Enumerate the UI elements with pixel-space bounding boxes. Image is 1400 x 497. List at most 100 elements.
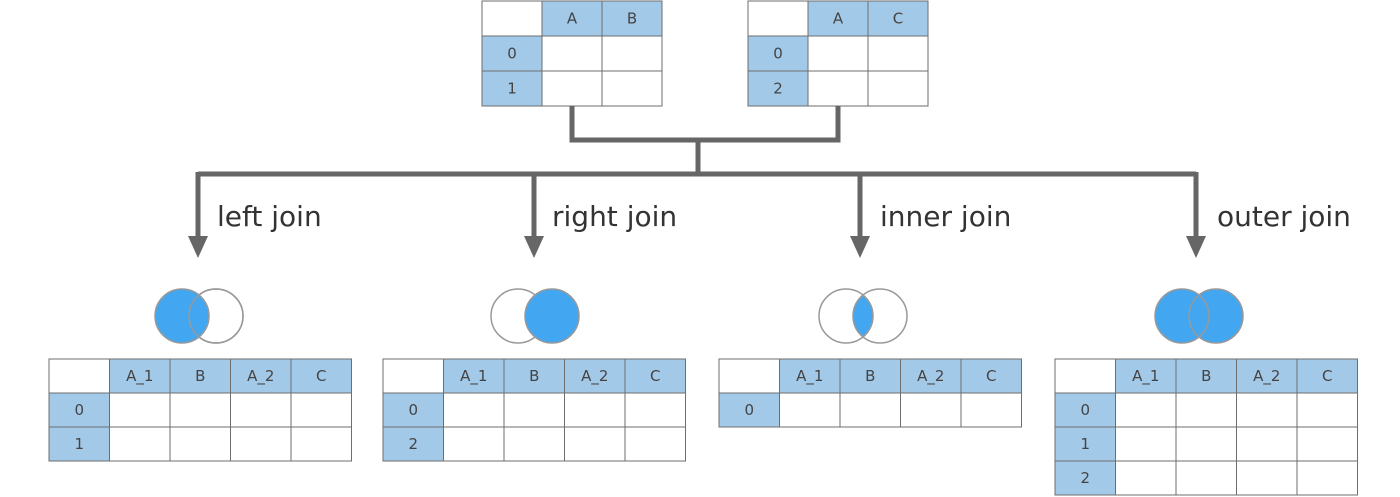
source-left-header-label: A bbox=[567, 10, 578, 28]
source-left-data-cell bbox=[601, 35, 663, 72]
result-2-data-cell bbox=[960, 392, 1022, 428]
venn-right-fill bbox=[1189, 289, 1243, 343]
source-left-header-cell bbox=[601, 0, 663, 37]
result-0-header-label: C bbox=[316, 367, 326, 385]
result-2-header-label: A_1 bbox=[796, 367, 823, 386]
left-join-venn-icon bbox=[154, 288, 244, 344]
result-3-data-cell bbox=[1296, 426, 1358, 462]
result-1-header-label: C bbox=[650, 367, 660, 385]
result-1-header-cell bbox=[564, 358, 626, 394]
result-0-header-cell bbox=[230, 358, 292, 394]
result-1-index-cell bbox=[382, 392, 444, 428]
result-2-header-cell bbox=[839, 358, 901, 394]
result-1-data-cell bbox=[564, 426, 626, 462]
result-3-data-cell bbox=[1236, 460, 1298, 496]
result-0-corner-cell bbox=[48, 358, 110, 394]
venn-intersection bbox=[853, 289, 873, 343]
result-0-index-label: 0 bbox=[74, 401, 84, 419]
result-1-header-cell bbox=[624, 358, 686, 394]
source-left-data-cell bbox=[601, 70, 663, 107]
result-3-header-cell bbox=[1175, 358, 1237, 394]
result-3-header-cell bbox=[1115, 358, 1177, 394]
arrow-down-icon bbox=[1186, 236, 1206, 258]
result-1-data-cell bbox=[624, 426, 686, 462]
result-1-data-cell bbox=[564, 392, 626, 428]
source-right-data-cell bbox=[807, 70, 869, 107]
arrow-down-icon bbox=[524, 236, 544, 258]
result-2-header-label: B bbox=[865, 367, 875, 385]
result-3-header-cell bbox=[1296, 358, 1358, 394]
venn-right-outline bbox=[188, 288, 244, 344]
result-0-data-cell bbox=[230, 392, 292, 428]
join-connector-lines bbox=[188, 106, 1206, 258]
venn-right-circle bbox=[852, 288, 908, 344]
source-right-header-cell bbox=[867, 0, 929, 37]
result-1-header-label: A_1 bbox=[460, 367, 487, 386]
result-0-data-cell bbox=[169, 392, 231, 428]
result-2-data-cell bbox=[839, 392, 901, 428]
result-3-data-cell bbox=[1296, 460, 1358, 496]
venn-left-circle bbox=[154, 288, 210, 344]
result-1-corner-cell bbox=[382, 358, 444, 394]
source-left-header-label: B bbox=[627, 10, 637, 28]
result-2-corner-cell bbox=[718, 358, 780, 394]
result-3-data-cell bbox=[1115, 426, 1177, 462]
result-3-index-label: 0 bbox=[1080, 401, 1090, 419]
result-0-header-cell bbox=[169, 358, 231, 394]
result-3-data-cell bbox=[1296, 392, 1358, 428]
result-2-header-label: C bbox=[986, 367, 996, 385]
result-2-data-cell bbox=[900, 392, 962, 428]
result-3-header-label: C bbox=[1322, 367, 1332, 385]
result-1-data-cell bbox=[443, 426, 505, 462]
source-merge-line bbox=[569, 106, 841, 143]
result-3-data-cell bbox=[1175, 392, 1237, 428]
arrow-down-icon bbox=[188, 236, 208, 258]
result-0-data-cell bbox=[109, 426, 171, 462]
source-right-corner-cell bbox=[747, 0, 809, 37]
result-0-header-label: A_1 bbox=[126, 367, 153, 386]
result-1-data-cell bbox=[503, 392, 565, 428]
arrow-down-icon bbox=[850, 236, 870, 258]
result-3-data-cell bbox=[1115, 392, 1177, 428]
result-1-data-cell bbox=[443, 392, 505, 428]
source-left-index-label: 1 bbox=[507, 80, 517, 98]
outer-join-label: outer join bbox=[1217, 200, 1351, 233]
source-left-data-cell bbox=[541, 35, 603, 72]
result-3-index-cell bbox=[1054, 460, 1116, 496]
result-0-header-cell bbox=[290, 358, 352, 394]
left-join-label: left join bbox=[217, 200, 322, 233]
result-3-index-label: 1 bbox=[1080, 435, 1090, 453]
result-0-data-cell bbox=[290, 392, 352, 428]
result-0-index-label: 1 bbox=[74, 435, 84, 453]
result-3-index-label: 2 bbox=[1080, 469, 1090, 487]
source-right-header-label: C bbox=[893, 10, 903, 28]
result-3-header-label: A_1 bbox=[1132, 367, 1159, 386]
outer-join-result-table: A_1 B A_2 C 0 1 2 bbox=[1054, 358, 1358, 496]
venn-left-circle bbox=[1154, 288, 1210, 344]
source-right-data-cell bbox=[807, 35, 869, 72]
result-3-header-label: A_2 bbox=[1253, 367, 1280, 386]
result-0-data-cell bbox=[230, 426, 292, 462]
result-1-data-cell bbox=[503, 426, 565, 462]
result-0-header-label: A_2 bbox=[247, 367, 274, 386]
result-3-data-cell bbox=[1115, 460, 1177, 496]
source-right-data-cell bbox=[867, 70, 929, 107]
result-3-data-cell bbox=[1175, 426, 1237, 462]
result-0-data-cell bbox=[290, 426, 352, 462]
result-1-data-cell bbox=[624, 392, 686, 428]
result-3-data-cell bbox=[1175, 460, 1237, 496]
result-3-header-label: B bbox=[1201, 367, 1211, 385]
result-1-header-label: B bbox=[529, 367, 539, 385]
right-join-label: right join bbox=[552, 200, 677, 233]
source-left-header-cell bbox=[541, 0, 603, 37]
source-left-index-label: 0 bbox=[507, 45, 517, 63]
source-left-data-cell bbox=[541, 70, 603, 107]
source-right-index-label: 2 bbox=[773, 80, 783, 98]
result-0-data-cell bbox=[169, 426, 231, 462]
result-3-index-cell bbox=[1054, 426, 1116, 462]
